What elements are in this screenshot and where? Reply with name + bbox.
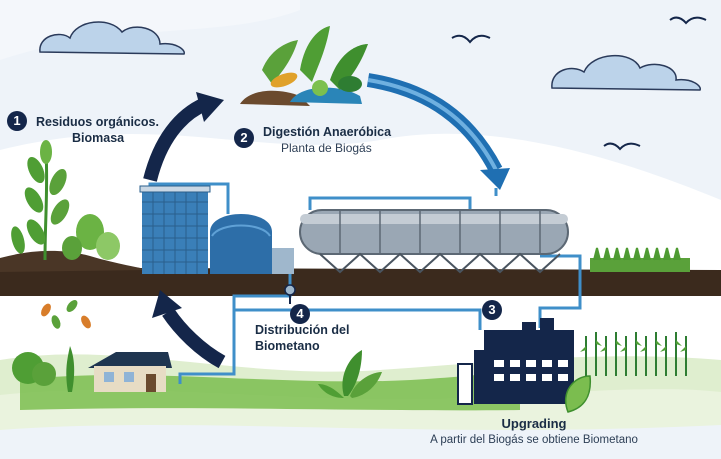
plant-icon xyxy=(11,214,120,260)
bird-icon xyxy=(451,16,707,151)
step-2-subtitle: Planta de Biogás xyxy=(281,141,372,155)
step-badge-4: 4 xyxy=(290,304,310,324)
crop-row xyxy=(593,247,681,261)
step-4-label: Distribución del Biometano xyxy=(255,322,375,354)
step-1-label: Residuos orgánicos. Biomasa xyxy=(36,114,166,146)
house-icon xyxy=(88,352,172,392)
pipe-valve-icon xyxy=(284,284,296,304)
arrow-distribution-return xyxy=(152,290,226,369)
cloud-icon xyxy=(551,55,701,91)
step-3-label: Upgrading A partir del Biogás se obtiene… xyxy=(414,416,654,448)
step-2-title: Digestión Anaeróbica xyxy=(263,125,392,139)
step-1-title: Residuos orgánicos. xyxy=(36,115,159,129)
seed-icon xyxy=(41,300,91,329)
arrow-digestion-to-tank xyxy=(366,73,510,190)
upgrading-factory-icon xyxy=(457,318,592,413)
bush-icon xyxy=(12,346,75,392)
cornfield-icon xyxy=(585,332,687,376)
crop-row xyxy=(590,258,690,272)
step-4-title: Distribución del xyxy=(255,323,350,337)
plant-icon xyxy=(24,140,70,261)
arrow-biomass-to-digestion xyxy=(143,92,224,182)
step-badge-2: 2 xyxy=(234,128,254,148)
step-badge-3: 3 xyxy=(482,300,502,320)
cloud-icon xyxy=(39,21,185,55)
step-3-title: Upgrading xyxy=(501,416,567,431)
step-4-subtitle: Biometano xyxy=(255,339,320,353)
step-1-subtitle: Biomasa xyxy=(72,131,125,145)
step-3-subtitle: A partir del Biogás se obtiene Biometano xyxy=(430,434,638,446)
soil-mound xyxy=(0,250,150,272)
biomass-pile-icon xyxy=(240,26,368,106)
step-badge-1: 1 xyxy=(7,111,27,131)
biogas-tank-icon xyxy=(299,209,569,274)
storage-tank-icon xyxy=(139,185,211,274)
digester-dome-icon xyxy=(210,214,294,274)
step-2-label: Digestión Anaeróbica Planta de Biogás xyxy=(263,124,433,156)
ground-bottom xyxy=(0,425,721,459)
plant-icon xyxy=(318,350,382,398)
